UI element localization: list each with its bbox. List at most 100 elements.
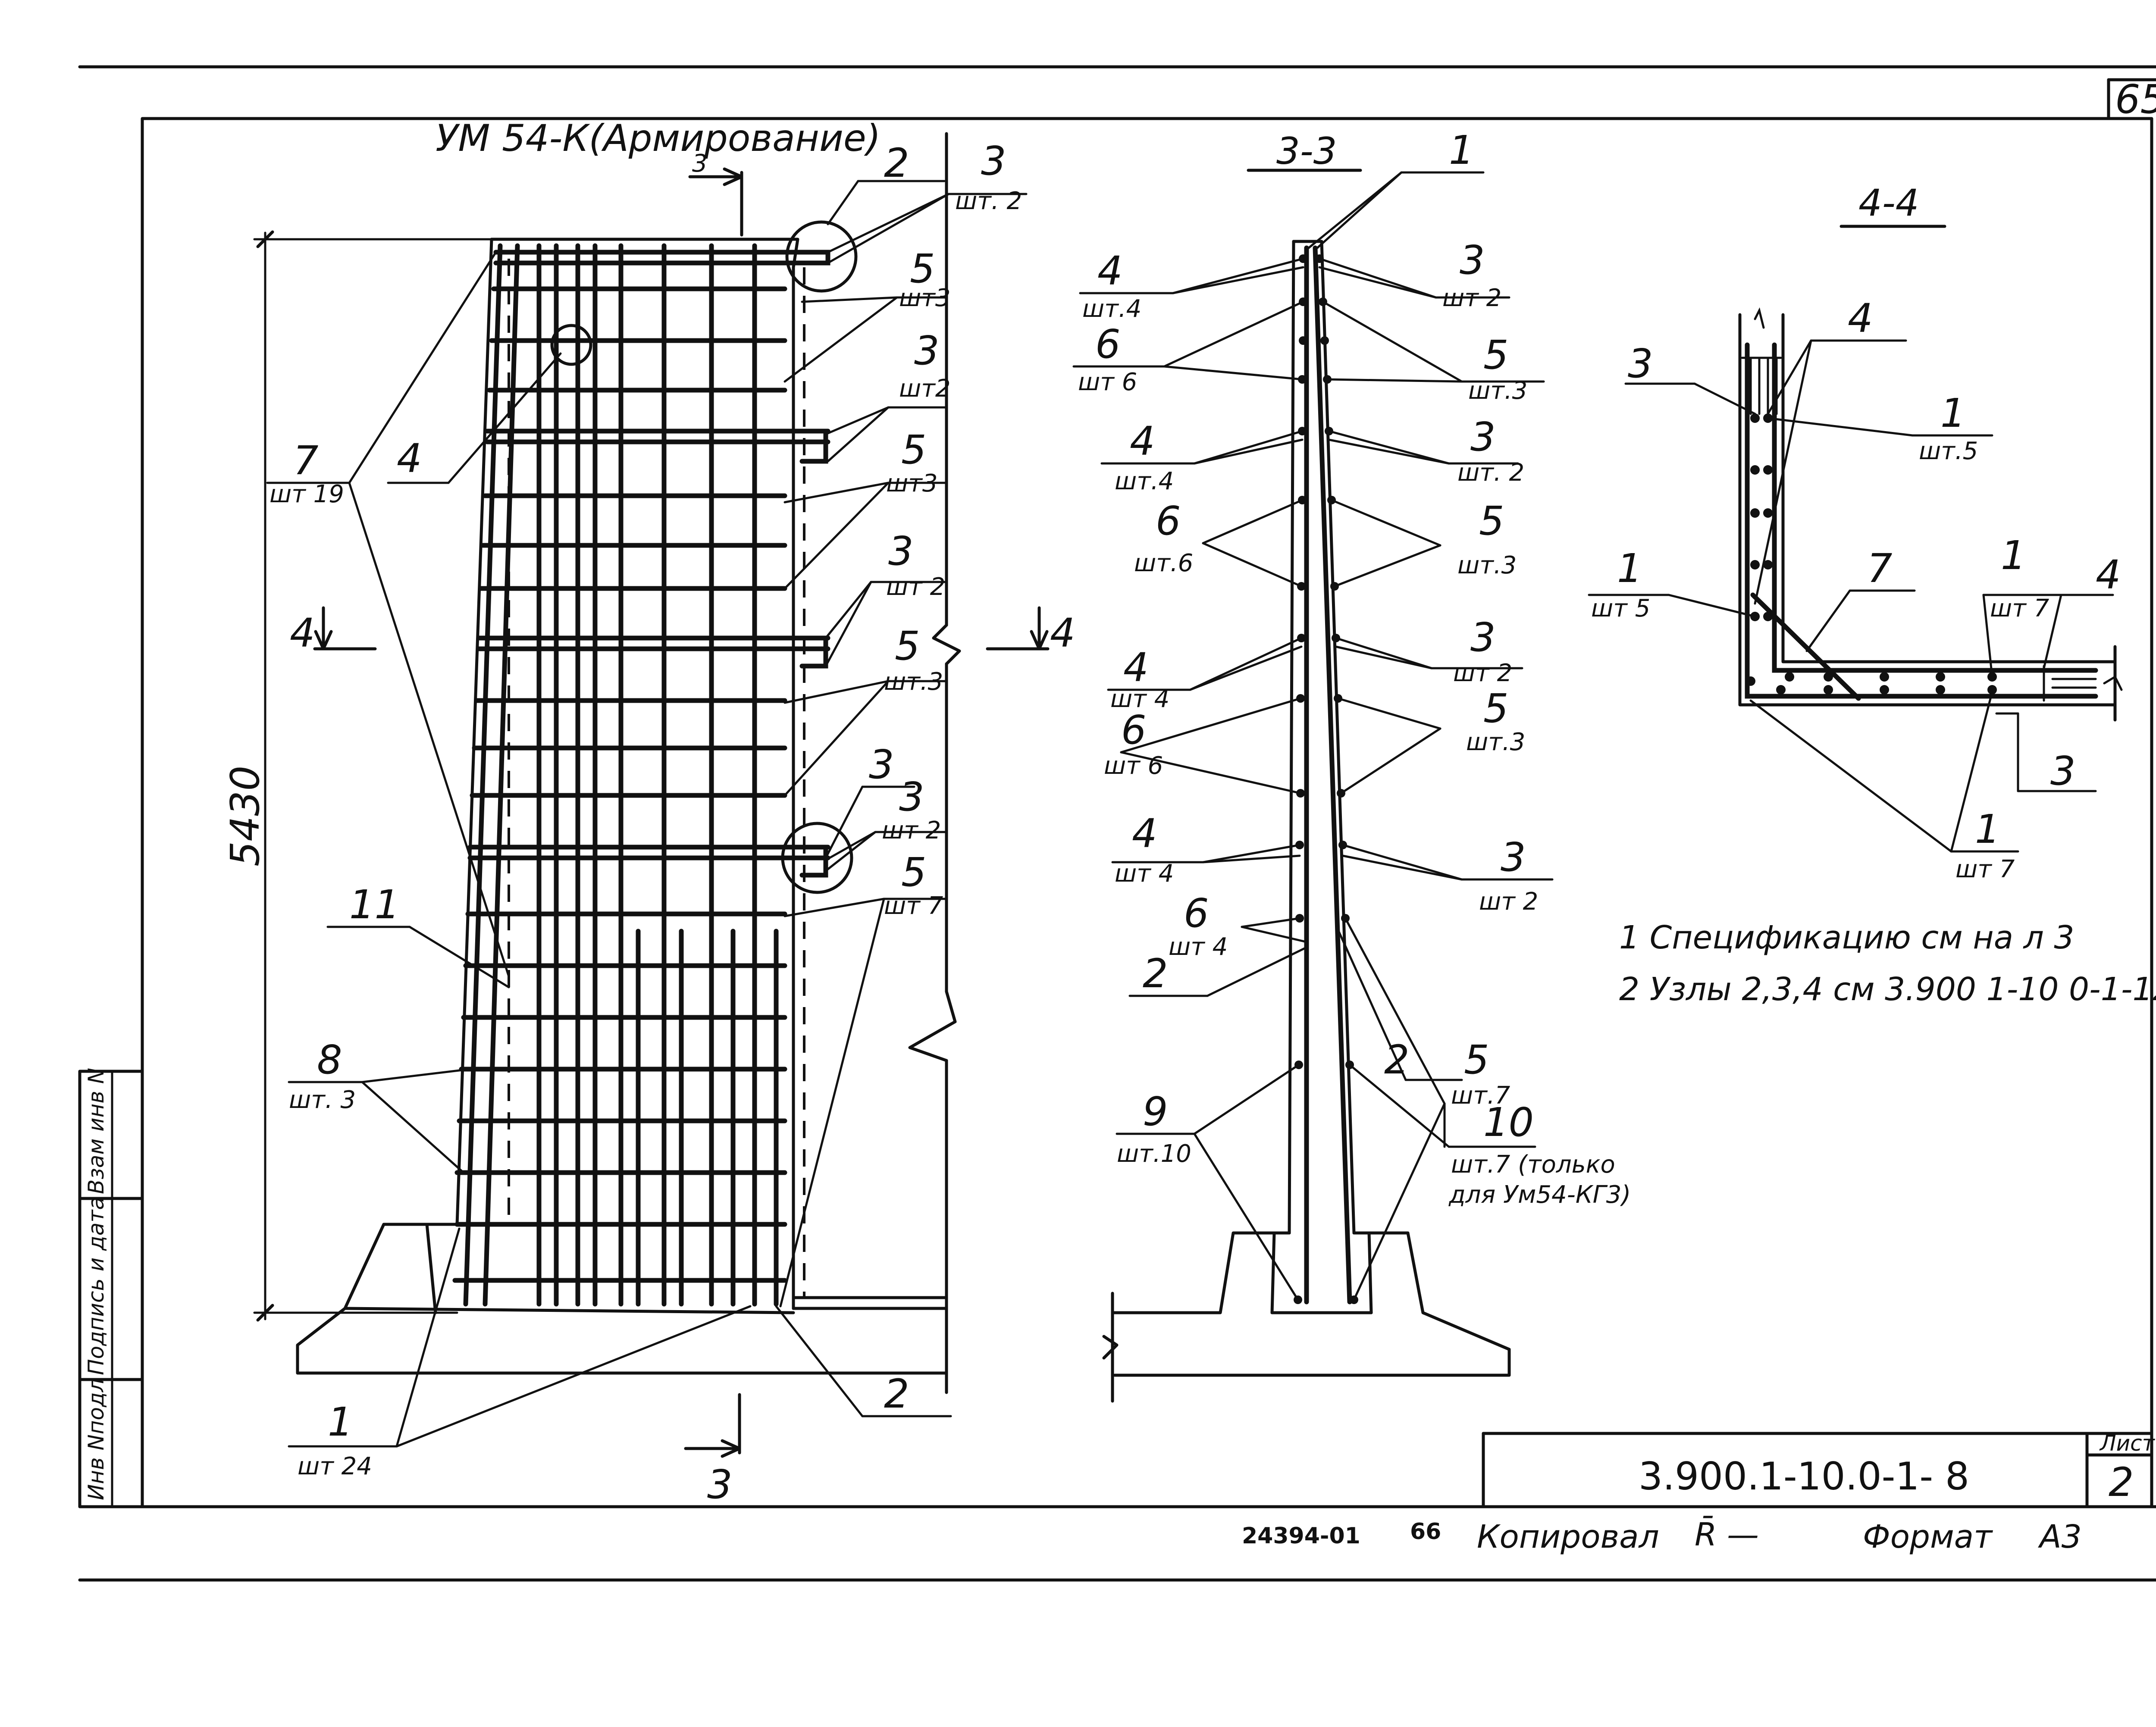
title-code: 3.900.1-10.0-1- 8 [1639, 1454, 1969, 1499]
left-callout-3a-mark: 3 [981, 138, 1006, 184]
s33-callout-4b-qty: шт.4 [1115, 467, 1174, 495]
left-callout-5a-mark: 5 [910, 246, 935, 292]
copied-label: Копировал [1477, 1518, 1659, 1555]
s44-callout-4a-mark: 4 [1848, 295, 1873, 341]
s44-callout-1c-qty: шт 7 [1990, 594, 2049, 623]
format-value: А3 [2038, 1518, 2082, 1555]
s33-callout-3b-mark: 3 [1470, 414, 1496, 460]
s33-callout-4c-mark: 4 [1123, 644, 1149, 691]
s33-callout-6a-mark: 6 [1095, 321, 1121, 367]
left-callout-3e-mark: 3 [899, 774, 924, 820]
left-callout-5a-qty: шт3 [899, 284, 951, 312]
s33-callout-6b-qty: шт.6 [1134, 549, 1193, 577]
left-callout-1-qty: шт 24 [298, 1452, 372, 1480]
left-callout-5c-mark: 5 [895, 623, 920, 669]
sheet-label: Лист [2099, 1431, 2156, 1456]
section33-bars [1304, 245, 1352, 1305]
stamp-replace-label: Взам инв N [84, 1068, 109, 1194]
section44-bars [1745, 342, 2098, 701]
note-2: 2 Узлы 2,3,4 см 3.900 1-10 0-1-12 [1619, 971, 2156, 1008]
s33-callout-3c-qty: шт 2 [1453, 659, 1512, 687]
left-callout-2b-mark: 2 [884, 1371, 909, 1417]
s33-callout-10-mark: 10 [1483, 1099, 1534, 1145]
s33-callout-6b-mark: 6 [1156, 498, 1181, 544]
s44-callout-4b-mark: 4 [2096, 552, 2121, 598]
s33-callout-5c-mark: 5 [1483, 685, 1509, 732]
wall-outline [296, 132, 961, 1394]
s33-callout-4d-mark: 4 [1132, 810, 1157, 857]
s33-callout-4c-qty: шт 4 [1110, 685, 1169, 713]
left-callout-3c-qty: шт 2 [886, 573, 945, 601]
left-callout-11-mark: 11 [349, 882, 400, 928]
left-callout-5d-qty: шт 7 [884, 892, 943, 920]
s33-callout-2b-mark: 2 [1384, 1037, 1410, 1083]
left-callout-7-mark: 7 [293, 438, 319, 484]
order-number: 24394-01 [1242, 1523, 1360, 1549]
section4-label-right: 4 [1050, 610, 1075, 656]
s44-callout-1c-mark: 1 [2001, 532, 2026, 579]
side-stamp [78, 1070, 144, 1508]
sheet-number: 2 [2109, 1459, 2134, 1505]
s33-callout-10-qty-line2: для Ум54-КГ3) [1448, 1181, 1631, 1209]
left-callout-5c-qty: шт.3 [884, 668, 943, 696]
node-circle-4 [550, 324, 592, 366]
left-callout-3e-qty: шт 2 [882, 817, 941, 845]
node-circle-2 [785, 220, 858, 293]
s33-callout-3a-mark: 3 [1460, 237, 1485, 283]
note-1: 1 Спецификацию см на л 3 [1619, 919, 2075, 956]
s33-callout-6d-qty: шт 4 [1169, 933, 1228, 961]
section44-outline [1738, 307, 2123, 722]
s33-callout-6c-qty: шт 6 [1104, 752, 1163, 780]
s33-callout-4b-mark: 4 [1130, 418, 1155, 464]
left-callout-2a-mark: 2 [884, 140, 909, 186]
s33-callout-4d-qty: шт 4 [1115, 860, 1174, 888]
s33-callout-3a-qty: шт 2 [1442, 284, 1501, 312]
cut-label-bottom: 3 [707, 1461, 733, 1508]
s33-callout-3d-mark: 3 [1501, 834, 1526, 880]
s33-callout-3d-qty: шт 2 [1479, 888, 1538, 916]
format-label: Формат [1863, 1518, 1993, 1555]
s44-callout-1a-qty: шт.5 [1919, 437, 1978, 465]
s33-callout-3b-qty: шт. 2 [1457, 459, 1524, 487]
section44-leaders [1588, 339, 2114, 853]
s33-callout-10-qty: шт.7 (только [1451, 1151, 1615, 1179]
left-callout-4-mark: 4 [397, 435, 422, 482]
s33-callout-2a-mark: 2 [1143, 951, 1168, 997]
left-callout-7-qty: шт 19 [270, 480, 344, 508]
s44-callout-3b-mark: 3 [2050, 748, 2076, 794]
s33-callout-5a-mark: 5 [1483, 332, 1509, 378]
sheet-frame [78, 65, 2156, 1582]
section44-dots [1746, 413, 1997, 695]
s33-callout-5d-qty: шт.7 [1451, 1082, 1510, 1110]
section4-marker-left [313, 606, 377, 651]
section33-outline [1102, 240, 1511, 1403]
copied-sign: R̄ — [1695, 1516, 1759, 1553]
vertical-bars [463, 243, 779, 1307]
left-callout-1-mark: 1 [328, 1399, 353, 1445]
stamp-sign-label: Подпись и дата [84, 1197, 109, 1375]
s33-callout-1-mark: 1 [1449, 127, 1474, 173]
left-callout-3b-mark: 3 [914, 328, 940, 374]
s33-callout-4a-qty: шт.4 [1082, 295, 1141, 323]
cut-marker-top [688, 167, 743, 237]
left-callout-5b-qty: шт3 [886, 469, 938, 497]
left-callout-3a-qty: шт. 2 [955, 187, 1022, 215]
s33-callout-5d-mark: 5 [1464, 1037, 1489, 1083]
s44-callout-3a-mark: 3 [1628, 341, 1653, 387]
section4-marker-right [986, 606, 1050, 651]
left-callout-3b-qty: шт2 [899, 375, 951, 403]
left-leaders [266, 180, 1028, 1448]
s33-callout-5c-qty: шт.3 [1466, 728, 1525, 756]
s44-callout-1b-mark: 1 [1617, 545, 1642, 591]
left-callout-8-mark: 8 [317, 1037, 342, 1083]
height-dimension [253, 230, 493, 1322]
left-callout-5d-mark: 5 [901, 849, 927, 895]
section33-title: 3-3 [1276, 130, 1337, 173]
section4-label-left: 4 [290, 610, 315, 656]
section33-leaders [1072, 171, 1554, 1301]
s33-callout-9-mark: 9 [1143, 1089, 1168, 1135]
left-callout-3d-mark: 3 [869, 741, 894, 788]
title-main: УМ 54-К(Армирование) [436, 117, 881, 160]
